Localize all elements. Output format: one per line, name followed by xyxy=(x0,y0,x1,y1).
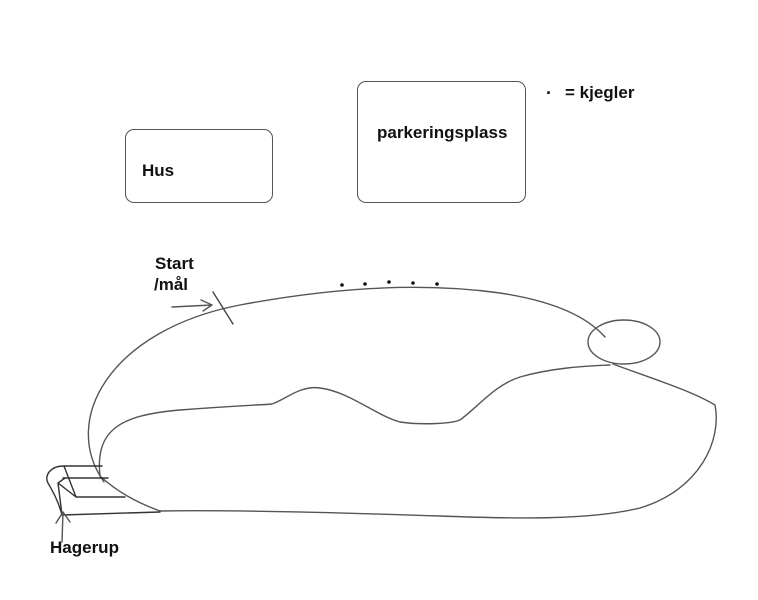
outer-track-line xyxy=(87,286,606,483)
right-track-line xyxy=(159,363,717,519)
start-label: Start xyxy=(155,254,194,273)
house-label: Hus xyxy=(142,161,175,180)
inner-bottom-line xyxy=(99,475,161,512)
cone-legend-text: = kjegler xyxy=(565,83,635,102)
start-finish-marker xyxy=(212,291,234,325)
cone xyxy=(340,283,344,287)
roundabout xyxy=(587,319,661,365)
hagerup-label: Hagerup xyxy=(50,538,119,557)
start-arrow xyxy=(171,299,213,312)
parking-box: parkeringsplass xyxy=(357,81,526,203)
hagerup-arrow xyxy=(55,511,71,543)
inner-track-line xyxy=(98,364,611,477)
cone xyxy=(411,281,415,285)
finish-label: /mål xyxy=(154,275,189,294)
house-box: Hus xyxy=(125,129,273,203)
cone xyxy=(387,280,391,284)
cone-legend-symbol: · xyxy=(546,83,552,103)
cone xyxy=(363,282,367,286)
parking-label: parkeringsplass xyxy=(377,123,508,142)
cone xyxy=(435,282,439,286)
hagerup-ramp xyxy=(46,465,161,516)
cones-group xyxy=(340,280,439,287)
